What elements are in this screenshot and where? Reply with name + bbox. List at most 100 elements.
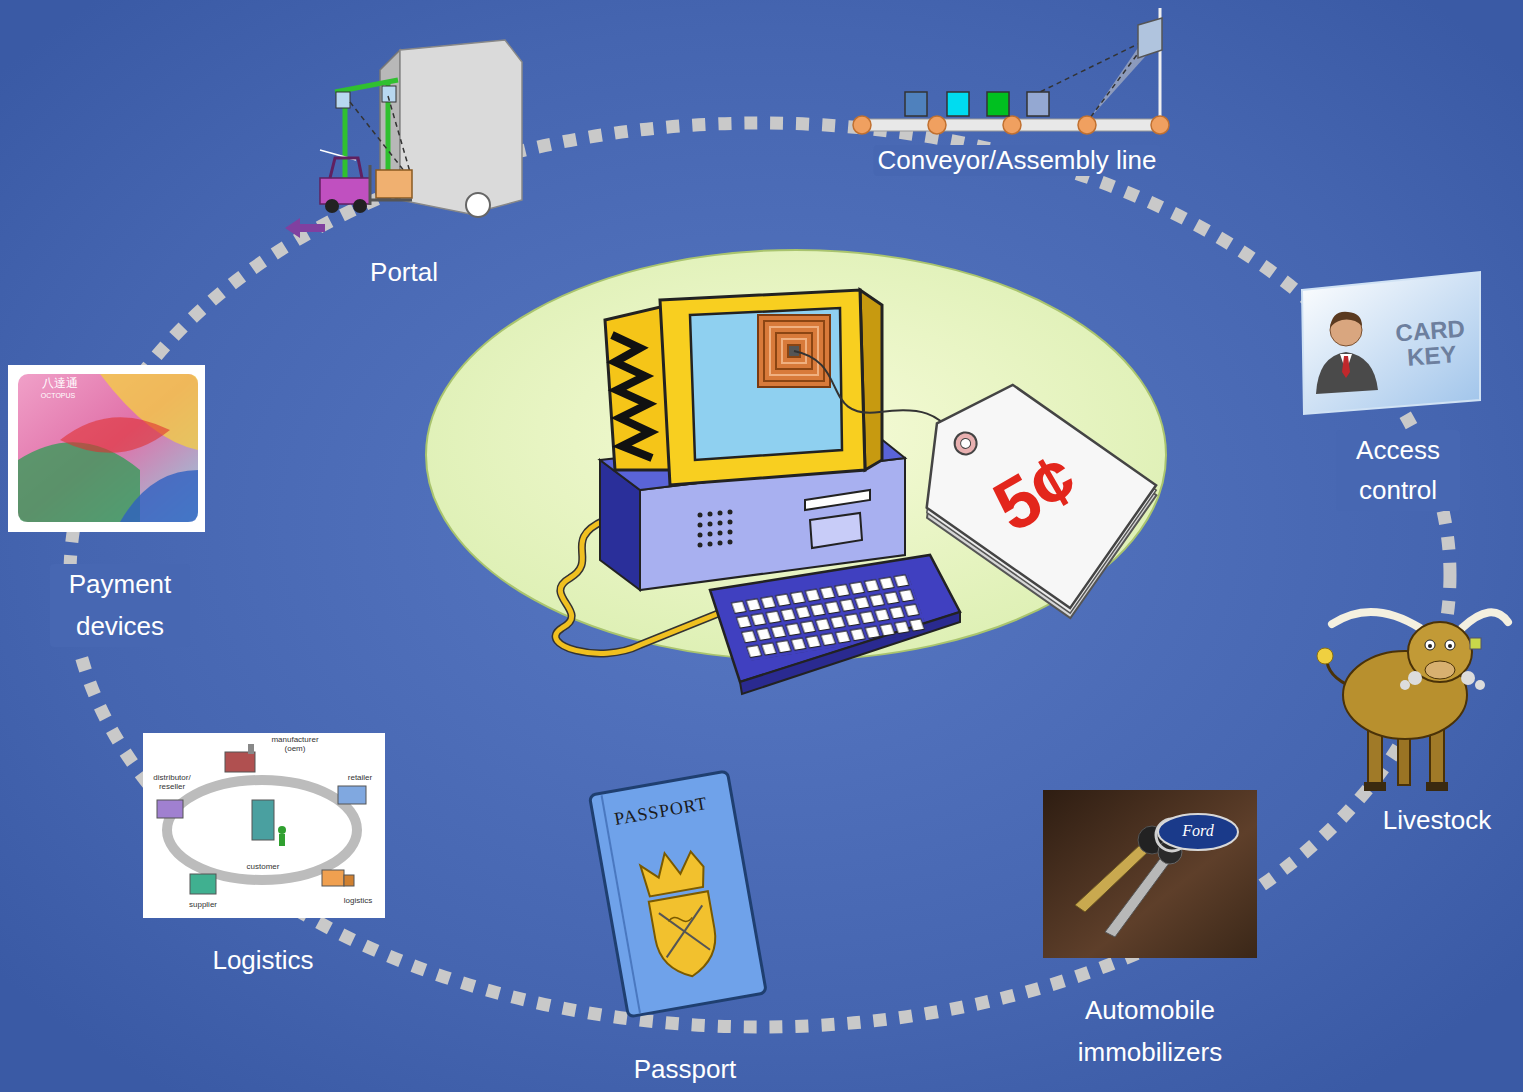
computer-clipart [708,522,713,527]
passport-book-outline [659,905,710,957]
bull-figure [1445,640,1455,650]
bull-figure [1470,638,1481,649]
bull-figure [1364,782,1386,791]
portal-illustration [285,218,325,238]
portal-illustration [325,199,339,213]
card-key-sign-outline [1330,312,1362,328]
bull-figure [1343,651,1467,739]
computer-clipart [728,510,733,515]
conveyor-illustration [1040,42,1142,92]
conveyor-illustration [853,8,1169,134]
computer-clipart [698,510,733,548]
logistics-diagram [143,733,385,918]
bull-figure [1317,612,1508,791]
conveyor-illustration [1138,18,1162,58]
passport-book: PASSPORT [580,760,770,1030]
portal-illustration [336,92,350,108]
conveyor-illustration [1027,92,1049,116]
payment-card [18,442,140,522]
car-key-photo [1105,856,1170,937]
portal-illustration [370,199,412,202]
portal-illustration [388,96,410,172]
conveyor-illustration [1078,116,1096,134]
passport-book-outline [649,891,722,981]
bull-figure [1462,612,1508,628]
logistics-label: customer [247,862,280,872]
bull-figure [1426,782,1448,791]
computer-clipart [556,290,966,694]
portal-illustration [285,40,522,238]
computer-clipart [698,513,703,518]
application-caption: Portal [370,257,438,288]
car-key-photo [1043,790,1257,958]
passport-book-outline [659,905,710,957]
payment-card [8,365,205,532]
bull-figure [1428,644,1432,648]
application-caption: Access control [1336,430,1460,511]
card-key-sign: CARD KEY [1298,268,1484,418]
price-tag-outline [959,436,973,450]
logistics-diagram [143,733,385,918]
computer-clipart [718,521,723,526]
logistics-diagram [338,786,366,804]
bull-figure [1461,671,1475,685]
bull-figure [1425,640,1435,650]
price-tag-outline [950,428,981,459]
payment-card [18,374,198,522]
computer-clipart [718,531,723,536]
computer-clipart [810,513,862,548]
conveyor-illustration [928,116,946,134]
conveyor-illustration [853,116,871,134]
payment-card [8,365,205,532]
bull-figure [1317,648,1333,664]
logistics-label: distributor/ reseller [145,774,199,792]
portal-illustration [376,170,412,198]
card-key-sign-outline [1302,272,1480,414]
conveyor-illustration [947,92,969,116]
logistics-diagram [322,870,344,886]
computer-clipart [690,308,842,460]
computer-clipart [612,335,652,458]
application-caption: Payment devices [50,564,190,647]
center-ellipse [426,250,1166,660]
logistics-diagram [190,874,216,894]
portal-illustration [400,40,522,214]
payment-card [60,417,170,453]
conveyor-illustration [905,92,927,116]
logistics-diagram [252,800,274,840]
dashed-ring [70,123,1450,1027]
logistics-diagram [344,875,354,886]
passport-book-outline [668,914,693,924]
portal-illustration [353,199,367,213]
computer-clipart [728,530,733,535]
application-caption: Passport [634,1055,737,1085]
bull-figure [1400,680,1410,690]
bull-figure [1408,671,1422,685]
bull-figure [1448,644,1452,648]
computer-clipart [718,541,723,546]
conveyor-illustration [987,92,1009,116]
card-key-sign-outline [1342,356,1350,378]
conveyor-illustration [1090,48,1142,118]
bull-figure [1332,612,1420,628]
computer-clipart [708,512,713,517]
car-key-photo [1043,790,1257,958]
computer-clipart [708,532,713,537]
payment-card [120,470,198,522]
logistics-label: logistics [344,896,372,906]
passport-book-outline [639,847,707,897]
application-caption: Conveyor/Assembly line [874,145,1161,176]
bull-figure [1475,680,1485,690]
logistics-label: manufacturer (oem) [267,736,323,754]
application-caption: Automobile immobilizers [1050,990,1250,1073]
car-key-photo [1158,814,1238,850]
logistics-label: retailer [348,773,372,783]
logistics-diagram [157,800,183,818]
computer-clipart [698,543,703,548]
conveyor-illustration [1151,116,1169,134]
computer-clipart [718,511,723,516]
card-key-sign-outline [1316,352,1378,394]
application-caption: Livestock [1383,805,1491,836]
